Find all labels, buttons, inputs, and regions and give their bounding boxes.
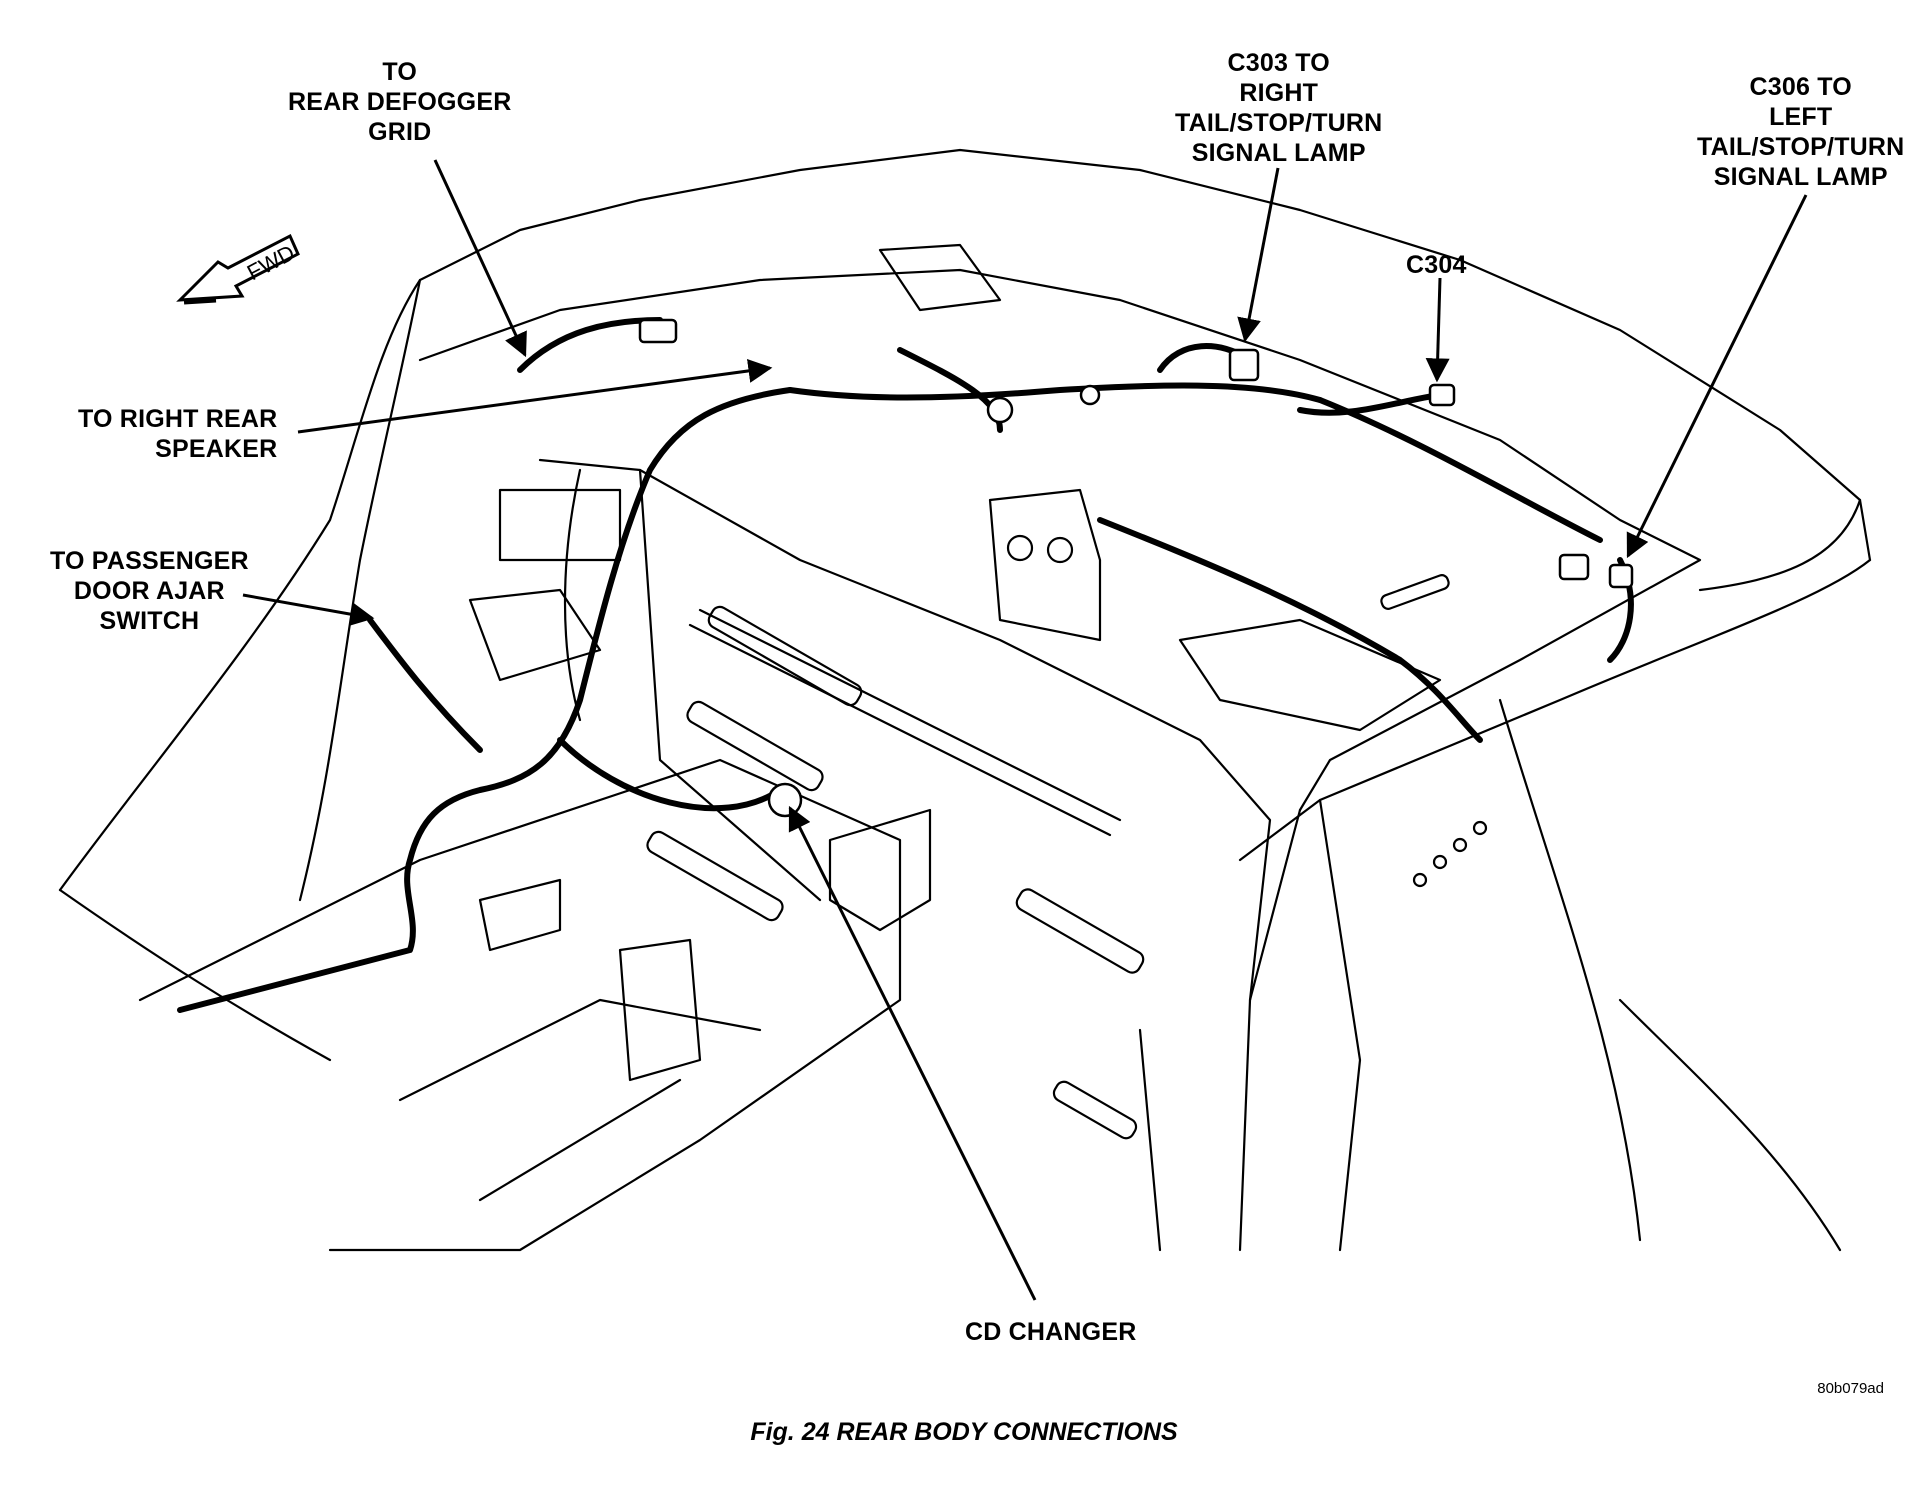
label-c304: C304 — [1406, 251, 1467, 279]
label-right-rear-speaker: TO RIGHT REAR SPEAKER — [78, 405, 278, 463]
label-cd-changer: CD CHANGER — [965, 1318, 1137, 1346]
leader-arrows — [242, 159, 1808, 1301]
connectors — [638, 318, 1634, 818]
label-c306-left-tail-lamp: C306 TO LEFT TAIL/STOP/TURN SIGNAL LAMP — [1697, 73, 1905, 191]
label-passenger-door-ajar-switch: TO PASSENGER DOOR AJAR SWITCH — [50, 547, 249, 635]
label-c303-right-tail-lamp: C303 TO RIGHT TAIL/STOP/TURN SIGNAL LAMP — [1175, 49, 1383, 167]
figure-code: 80b079ad — [1817, 1380, 1884, 1397]
label-rear-defogger-grid: TO REAR DEFOGGER GRID — [288, 58, 512, 146]
figure-caption: Fig. 24 REAR BODY CONNECTIONS — [750, 1418, 1178, 1446]
wiring-harness — [177, 317, 1634, 1013]
body-outline — [58, 148, 1872, 1252]
fwd-arrow-icon: FWD — [176, 233, 300, 305]
